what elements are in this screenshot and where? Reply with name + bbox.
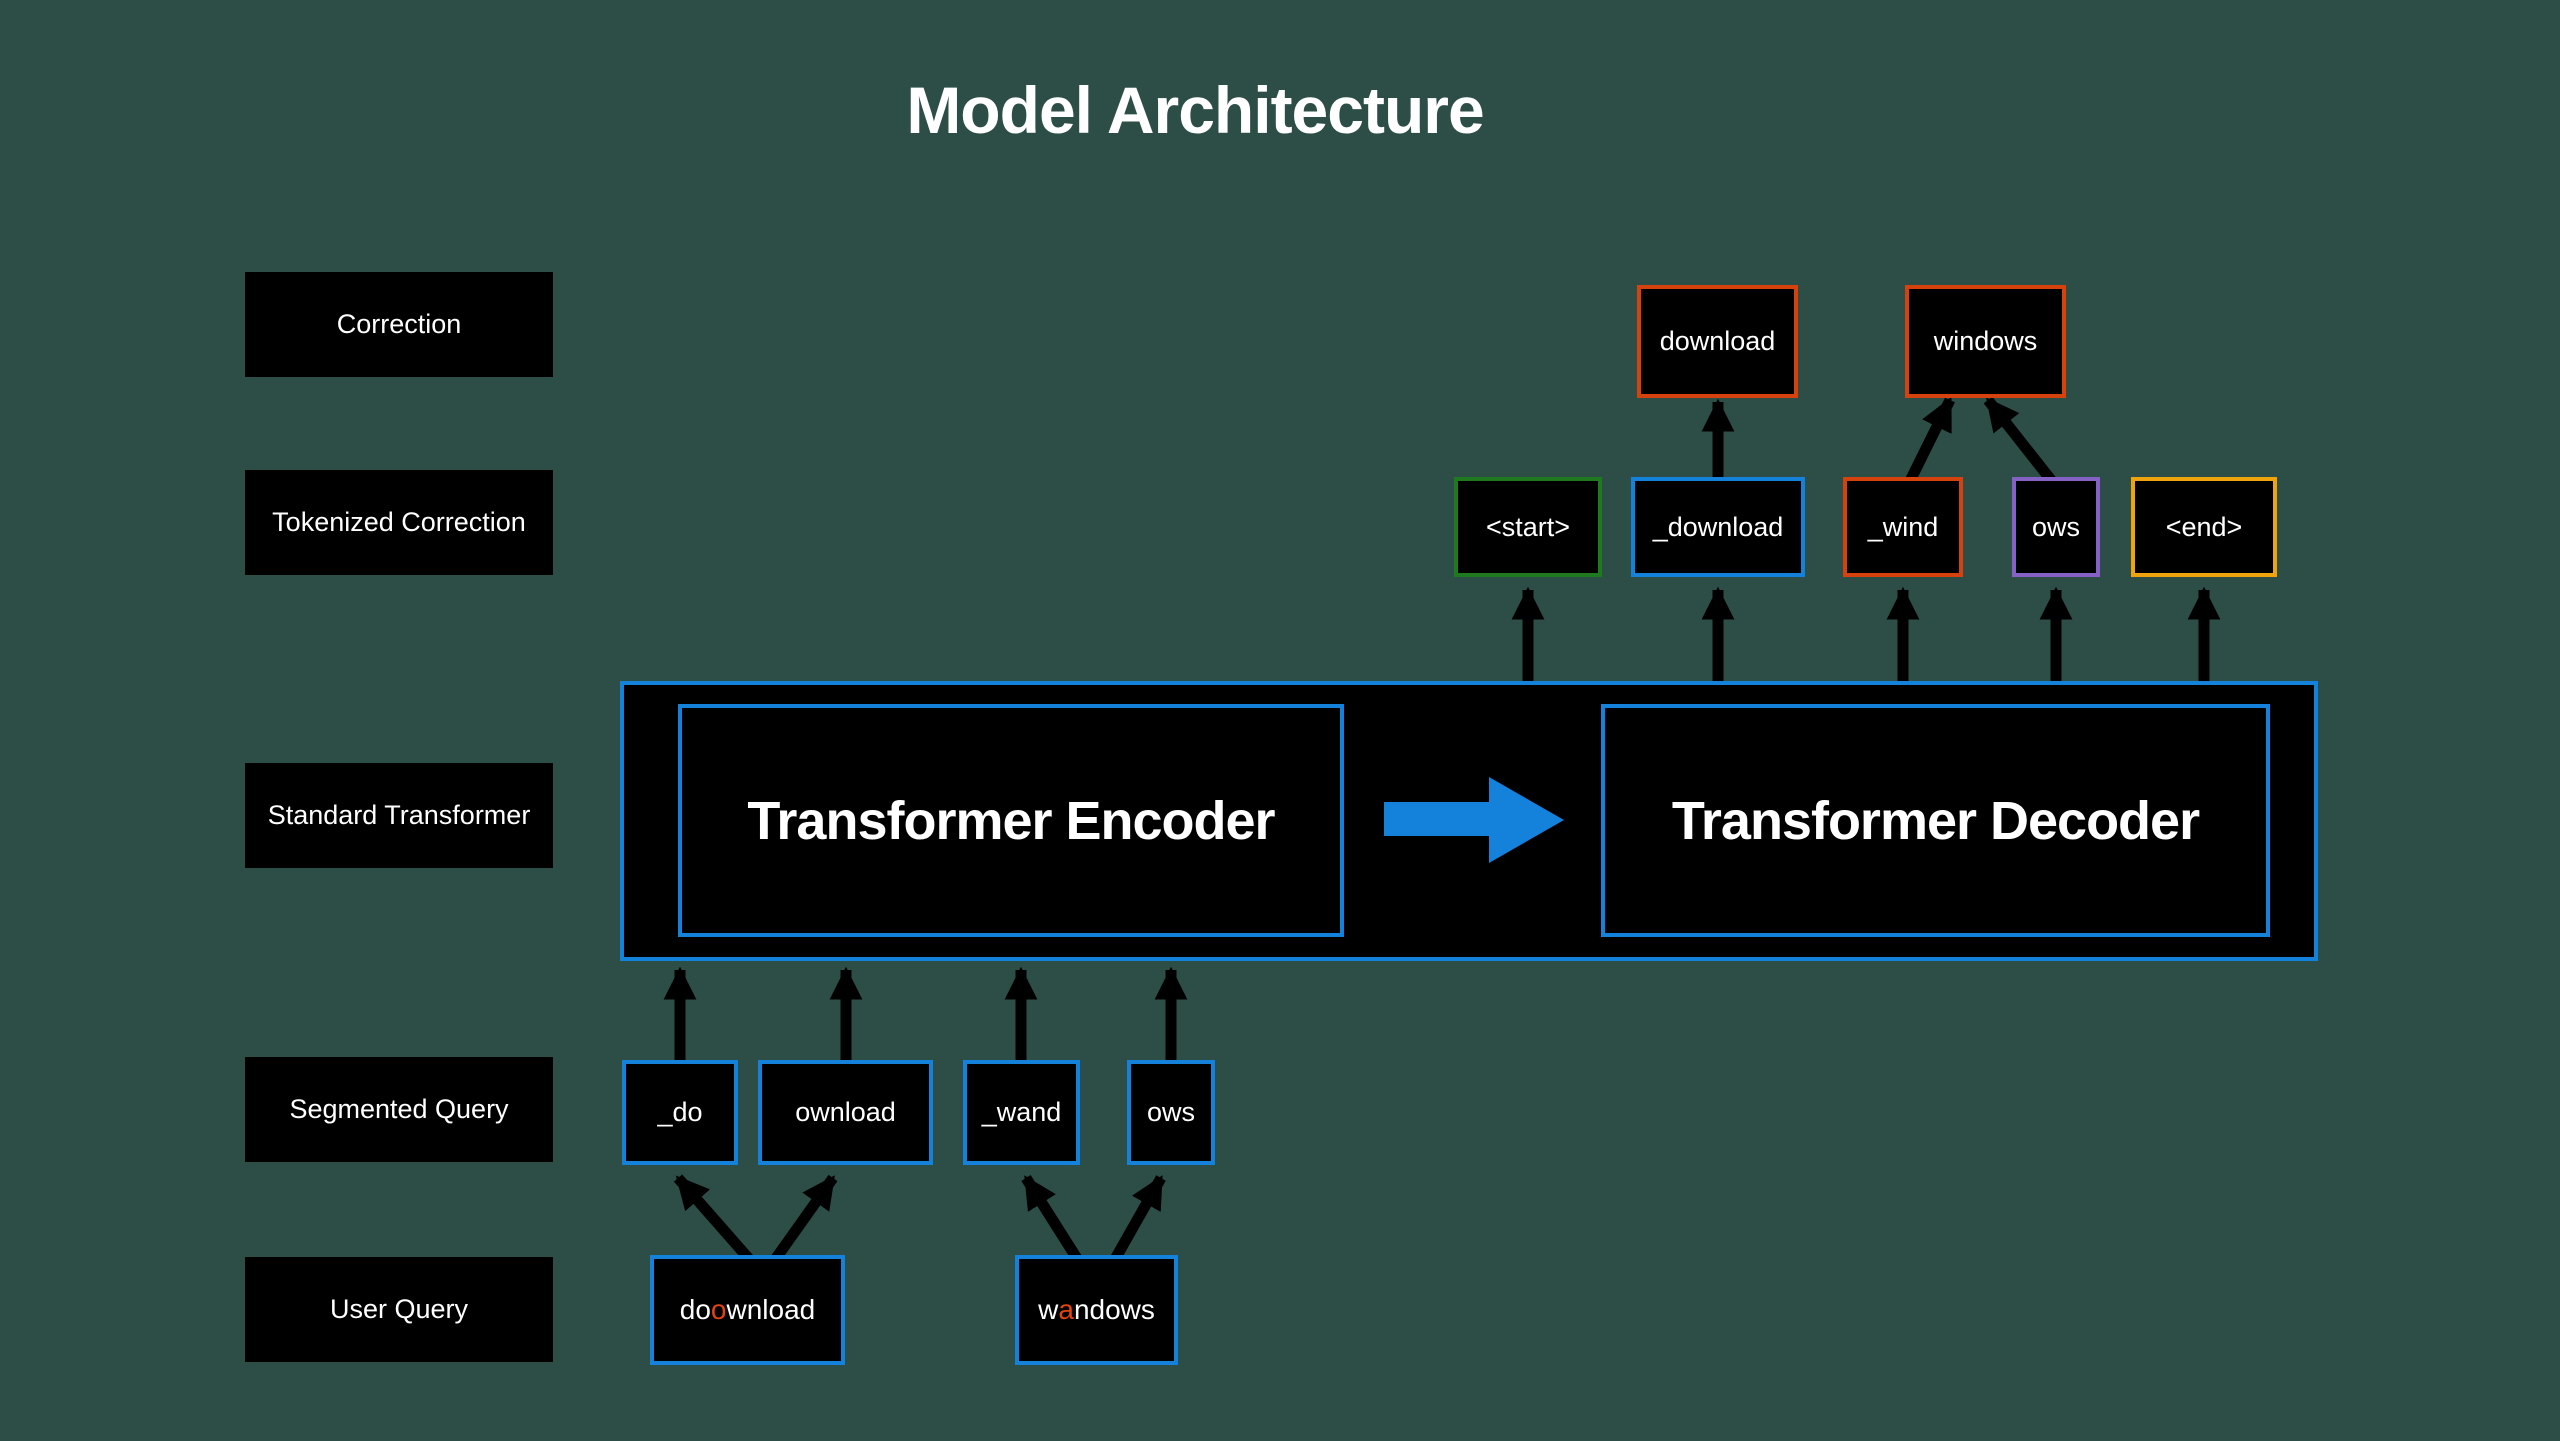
encoder-label: Transformer Encoder — [747, 790, 1275, 851]
row-label-correction: Correction — [245, 272, 553, 377]
segment-box-do: _do — [622, 1060, 738, 1165]
token-box-ows: ows — [2012, 477, 2100, 577]
row-label-standard-transformer: Standard Transformer — [245, 763, 553, 868]
row-label-text: User Query — [329, 1294, 469, 1324]
token-text: _download — [1652, 511, 1784, 542]
row-label-text: Segmented Query — [289, 1094, 509, 1124]
user-query-text: wandows — [1038, 1294, 1155, 1325]
transformer-container: Transformer Encoder Transformer Decoder — [620, 681, 2318, 961]
correction-box-text: windows — [1933, 326, 2038, 356]
row-label-tokenized-correction: Tokenized Correction — [245, 470, 553, 575]
row-label-text: Correction — [336, 309, 462, 339]
correction-box-windows: windows — [1905, 285, 2066, 398]
correction-box-text: download — [1659, 326, 1776, 356]
segment-box-ows: ows — [1127, 1060, 1215, 1165]
typo-letter: o — [710, 1294, 727, 1325]
segment-box-wand: _wand — [963, 1060, 1080, 1165]
arrow-wandows-to-wand — [1021, 1175, 1088, 1271]
transformer-encoder-box: Transformer Encoder — [678, 704, 1344, 937]
transformer-decoder-box: Transformer Decoder — [1601, 704, 2270, 937]
typo-letter: a — [1058, 1294, 1074, 1325]
arrow-wind-token-to-windows — [1903, 397, 1955, 488]
row-label-user-query: User Query — [245, 1257, 553, 1362]
encoder-to-decoder-arrow-icon — [1384, 777, 1564, 863]
decoder-label: Transformer Decoder — [1671, 790, 2200, 851]
token-text: _wind — [1867, 511, 1939, 542]
arrow-doownload-to-ownload — [764, 1174, 838, 1272]
token-box-end: <end> — [2131, 477, 2277, 577]
segment-text: ownload — [795, 1097, 896, 1127]
token-box-wind: _wind — [1843, 477, 1963, 577]
row-label-text: Tokenized Correction — [272, 507, 526, 537]
arrow-doownload-to-do — [673, 1174, 762, 1272]
segment-text: ows — [1146, 1097, 1195, 1127]
token-text: <end> — [2165, 511, 2243, 542]
token-text: ows — [2031, 511, 2080, 542]
row-label-text: Standard Transformer — [267, 800, 531, 830]
user-query-box-doownload: doownload — [650, 1255, 845, 1365]
correction-box-download: download — [1637, 285, 1798, 398]
segment-box-ownload: ownload — [758, 1060, 933, 1165]
token-box-download: _download — [1631, 477, 1805, 577]
row-label-segmented-query: Segmented Query — [245, 1057, 553, 1162]
page-title: Model Architecture — [906, 73, 1484, 147]
user-query-text: doownload — [679, 1294, 816, 1325]
token-box-start: <start> — [1454, 477, 1602, 577]
segment-text: _do — [657, 1097, 703, 1127]
user-query-box-wandows: wandows — [1015, 1255, 1178, 1365]
token-text: <start> — [1485, 511, 1571, 542]
arrow-wandows-to-ows — [1105, 1175, 1166, 1271]
arrow-ows-token-to-windows — [1983, 396, 2060, 489]
segment-text: _wand — [981, 1097, 1062, 1127]
